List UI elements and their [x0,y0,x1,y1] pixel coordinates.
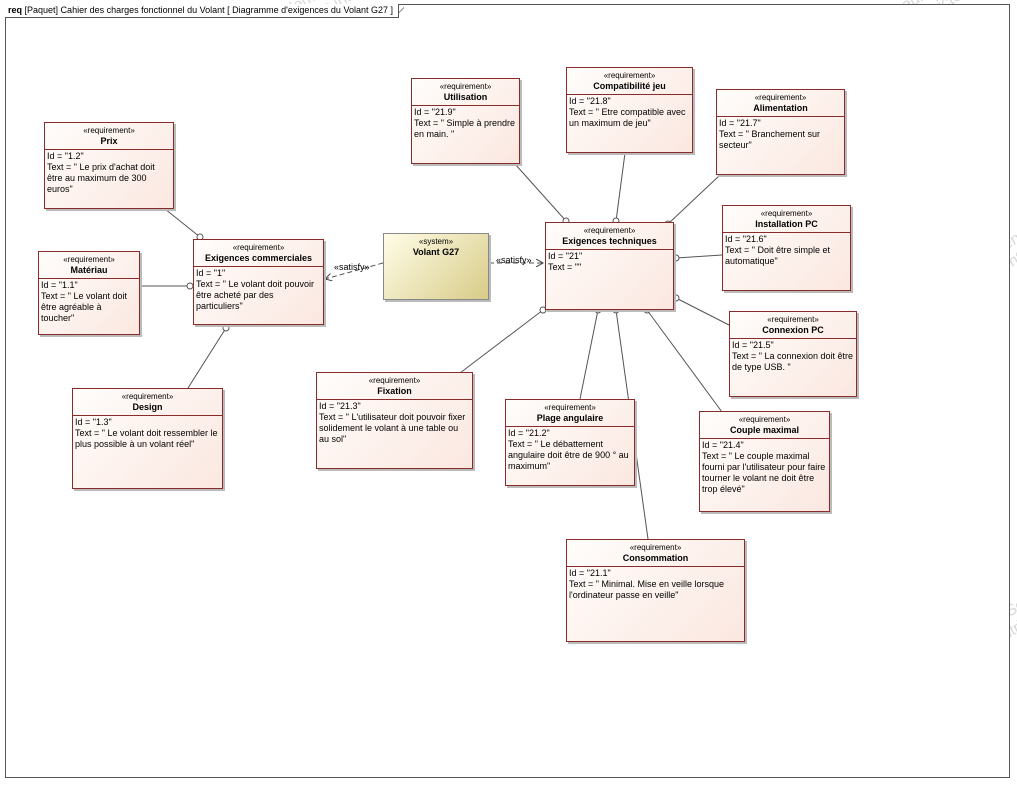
requirement-prix[interactable]: «requirement»Prix Id = "1.2"Text = " Le … [44,122,174,209]
containment-link [667,174,721,225]
requirement-materiau[interactable]: «requirement»Matériau Id = "1.1"Text = "… [38,251,140,335]
containment-link [646,309,723,413]
containment-link [579,309,599,400]
containment-link [675,254,723,259]
containment-end [539,306,547,314]
requirement-installation-pc[interactable]: «requirement»Installation PC Id = "21.6"… [722,205,851,291]
satisfy-link [325,262,384,279]
system-block-volant-g27[interactable]: «system»Volant G27 [383,233,489,300]
containment-link [459,309,544,374]
requirement-alimentation[interactable]: «requirement»Alimentation Id = "21.7"Tex… [716,89,845,175]
containment-link [164,208,201,238]
requirement-utilisation[interactable]: «requirement»Utilisation Id = "21.9"Text… [411,78,520,164]
requirement-couple-maximal[interactable]: «requirement»Couple maximal Id = "21.4"T… [699,411,830,512]
containment-end [222,324,230,332]
requirement-exigences-techniques[interactable]: «requirement»Exigences techniques Id = "… [545,222,674,310]
satisfy-label: «satisfy» [334,262,370,272]
containment-link [187,327,227,389]
requirement-connexion-pc[interactable]: «requirement»Connexion PC Id = "21.5"Tex… [729,311,857,397]
requirement-plage-angulaire[interactable]: «requirement»Plage angulaire Id = "21.2"… [505,399,635,486]
requirement-compatibilite-jeu[interactable]: «requirement»Compatibilité jeu Id = "21.… [566,67,693,153]
requirement-fixation[interactable]: «requirement»Fixation Id = "21.3"Text = … [316,372,473,469]
containment-link [675,297,730,326]
containment-link [514,163,567,222]
requirement-design[interactable]: «requirement»Design Id = "1.3"Text = " L… [72,388,223,489]
satisfy-label: «satisfy» [496,255,532,265]
requirement-exigences-commerciales[interactable]: «requirement»Exigences commerciales Id =… [193,239,324,325]
containment-link [615,152,626,222]
diagram-frame-title: req [Paquet] Cahier des charges fonction… [5,4,399,18]
requirement-consommation[interactable]: «requirement»Consommation Id = "21.1"Tex… [566,539,745,642]
